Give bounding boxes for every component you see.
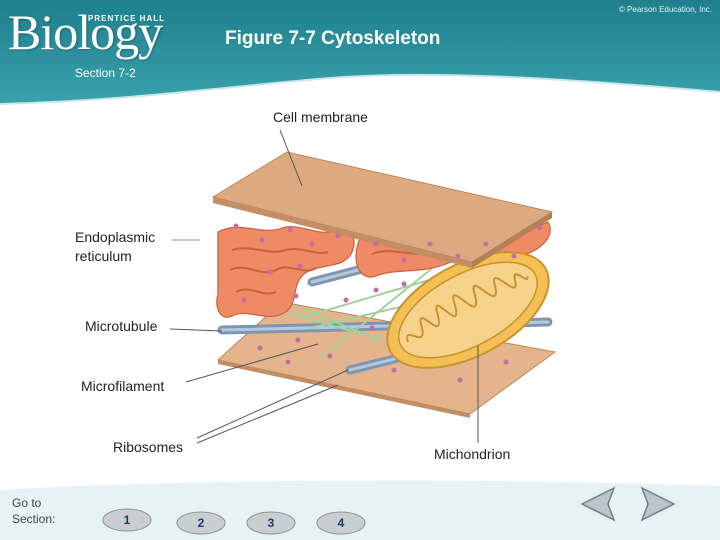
label-mitochondrion: Michondrion bbox=[434, 446, 511, 462]
section-4-label: 4 bbox=[338, 516, 345, 530]
figure-title: Figure 7-7 Cytoskeleton bbox=[225, 28, 441, 49]
right-arrow-icon[interactable] bbox=[638, 484, 678, 524]
label-cell-membrane: Cell membrane bbox=[273, 109, 368, 125]
mitochondrion bbox=[386, 251, 550, 369]
section-2-button[interactable]: 2 bbox=[176, 511, 226, 535]
label-endoplasmic-reticulum: Endoplasmic reticulum bbox=[75, 228, 155, 266]
leader-lines bbox=[169, 129, 479, 444]
brand-logo: Biology bbox=[8, 4, 163, 60]
go-to-section-label: Go to Section: bbox=[12, 496, 56, 526]
section-3-button[interactable]: 3 bbox=[246, 511, 296, 535]
left-arrow-icon[interactable] bbox=[578, 484, 618, 524]
ribosomes bbox=[233, 223, 543, 383]
label-microtubule: Microtubule bbox=[85, 318, 158, 334]
section-1-label: 1 bbox=[124, 513, 131, 527]
copyright-notice: © Pearson Education, Inc. bbox=[618, 5, 712, 14]
section-2-label: 2 bbox=[198, 516, 205, 530]
section-3-label: 3 bbox=[268, 516, 275, 530]
header-banner bbox=[0, 0, 720, 105]
section-1-button[interactable]: 1 bbox=[102, 508, 152, 532]
cell-membrane bbox=[211, 151, 554, 268]
section-label: Section 7-2 bbox=[75, 66, 136, 80]
section-4-button[interactable]: 4 bbox=[316, 511, 366, 535]
publisher-name: PRENTICE HALL bbox=[88, 14, 165, 23]
label-er-line1: Endoplasmic bbox=[75, 229, 156, 245]
label-er-line2: reticulum bbox=[75, 248, 132, 264]
label-microfilament: Microfilament bbox=[81, 378, 165, 394]
label-ribosomes: Ribosomes bbox=[113, 439, 184, 455]
